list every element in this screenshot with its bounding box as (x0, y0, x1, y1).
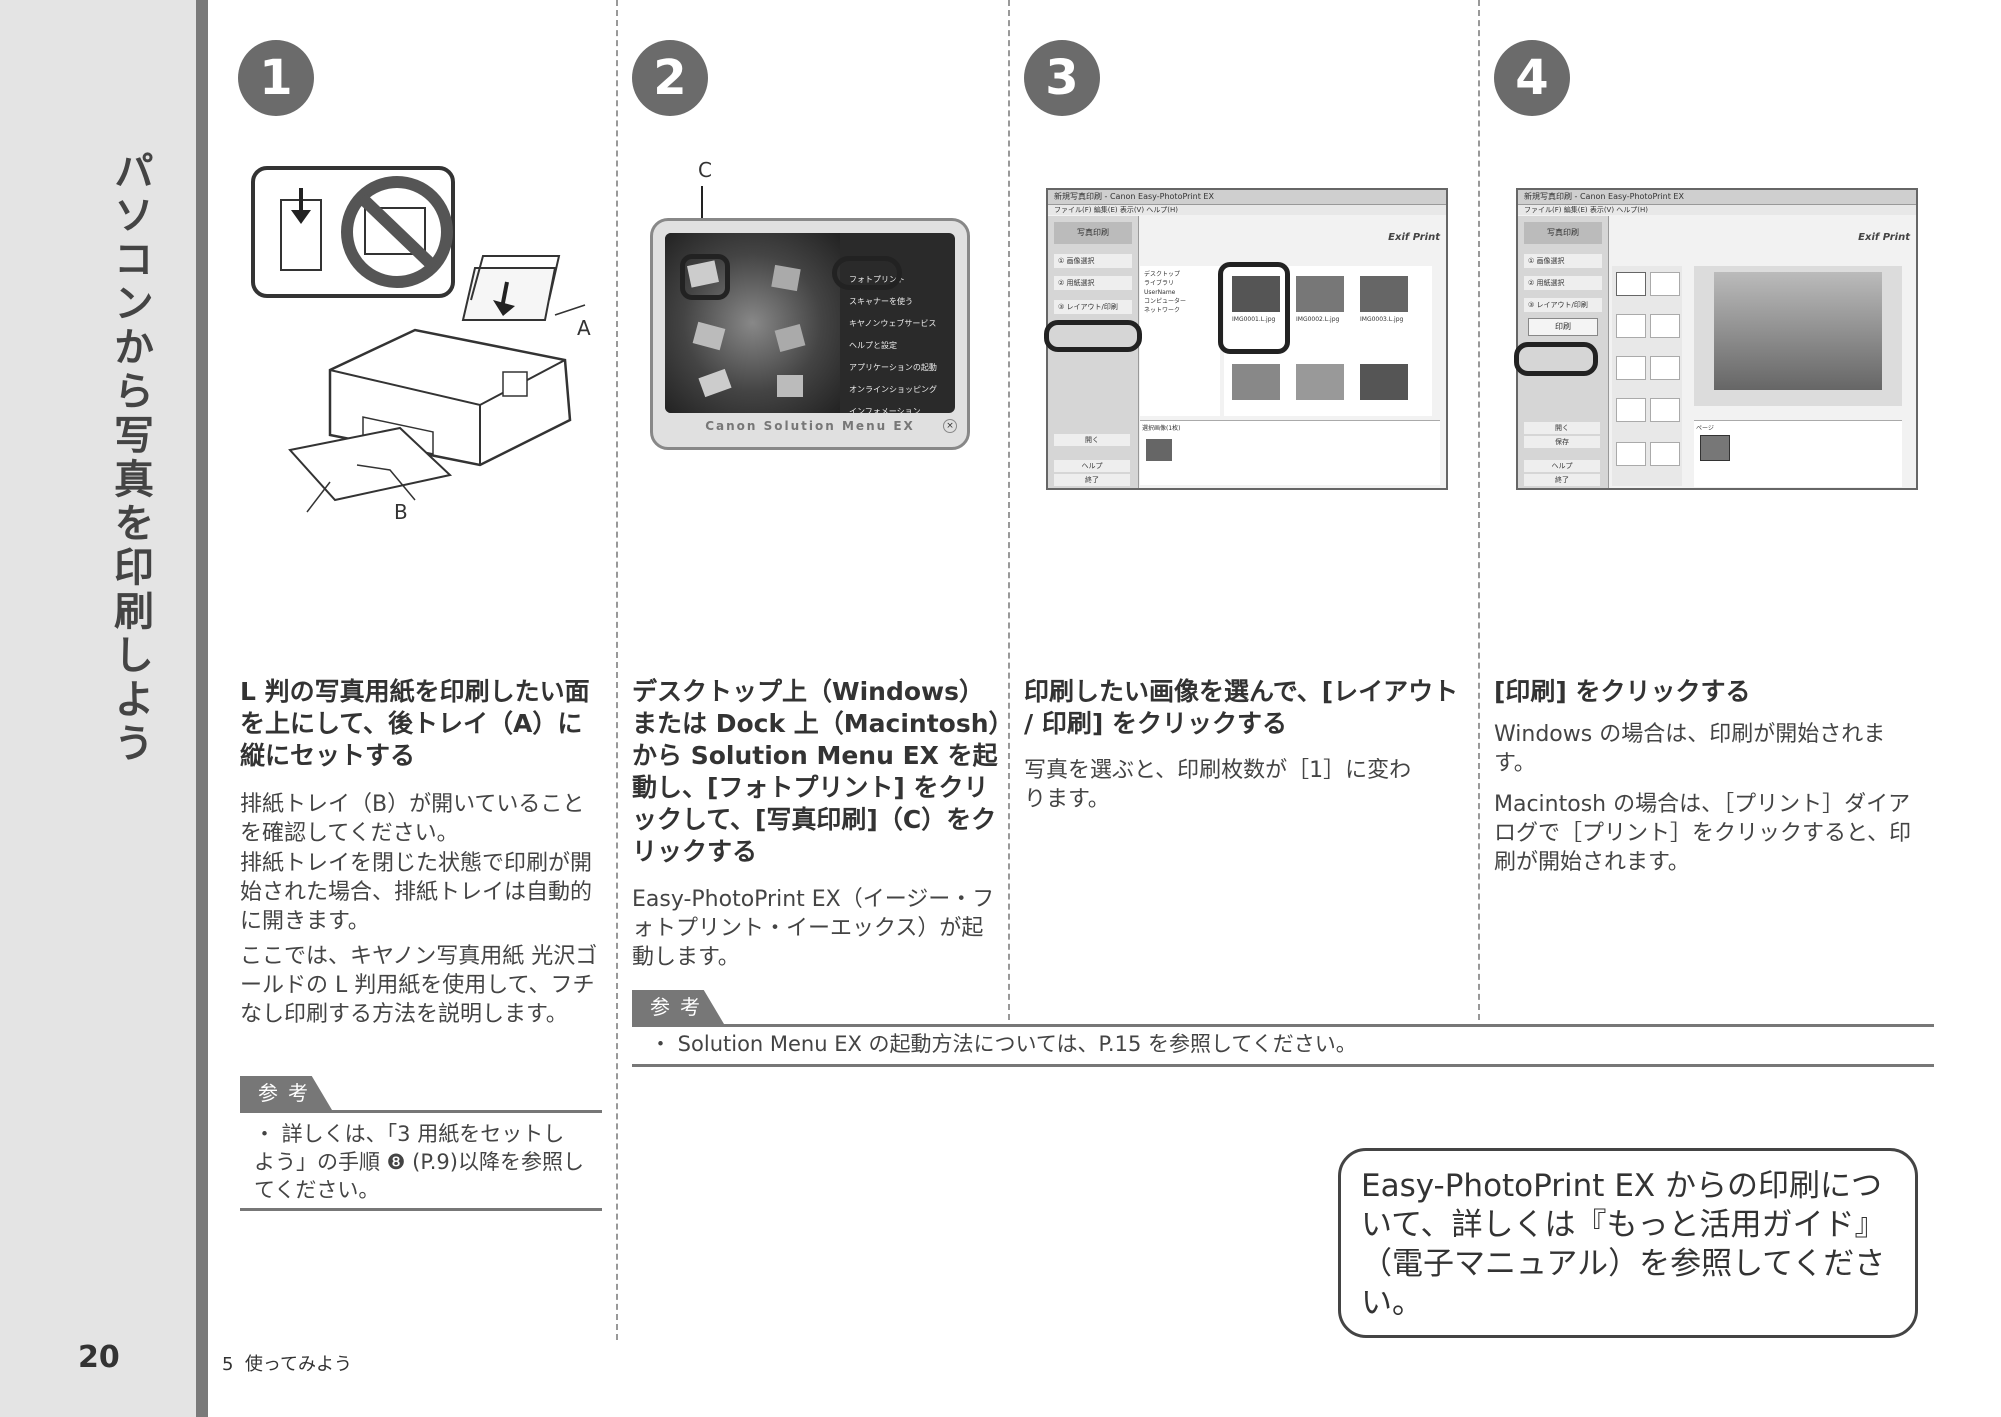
step-1-body-3: ここでは、キヤノン写真用紙 光沢ゴールドの L 判用紙を使用して、フチなし印刷す… (240, 944, 598, 1027)
highlight-print-button (1514, 342, 1598, 376)
column-divider (616, 0, 618, 1340)
step-number-2: 2 (632, 40, 708, 116)
layout-option[interactable] (1616, 398, 1646, 422)
side-title: 写真印刷 (1054, 222, 1132, 244)
side-step-paper[interactable]: ② 用紙選択 (1524, 276, 1602, 290)
highlight-selected-image (1218, 262, 1290, 354)
side-title: 写真印刷 (1524, 222, 1602, 244)
sidebar (0, 0, 196, 1417)
step-4-body-2: Macintosh の場合は、［プリント］ダイアログで［プリント］をクリックする… (1494, 792, 1912, 875)
open-button[interactable]: 開く (1524, 422, 1600, 434)
footer: 5 使ってみよう (222, 1354, 353, 1375)
selected-images-label: 選択画像(1枚) (1142, 425, 1181, 432)
reference-rule (632, 1064, 1934, 1067)
open-button[interactable]: 開く (1054, 434, 1130, 446)
layout-option[interactable] (1650, 398, 1680, 422)
reference-rule (240, 1208, 602, 1211)
step-2-body: Easy-PhotoPrint EX（イージー・フォトプリント・イーエックス）が… (632, 887, 995, 970)
layout-option[interactable] (1650, 442, 1680, 466)
thumbnail[interactable] (1232, 364, 1280, 400)
column-divider (1478, 0, 1480, 1020)
step-4-body-1: Windows の場合は、印刷が開始されます。 (1494, 722, 1886, 776)
page-number: 20 (78, 1340, 120, 1375)
chapter-title: パソコンから写真を印刷しよう (107, 150, 153, 766)
exif-print-logo: Exif Print (1858, 232, 1910, 243)
highlight-photo-print-icon (680, 254, 730, 300)
thumbnail[interactable] (1232, 276, 1280, 312)
solution-menu-window: フォトプリント スキャナーを使う キヤノンウェブサービス ヘルプと設定 アプリケ… (650, 218, 970, 450)
column-divider (1008, 0, 1010, 1020)
thumbnail[interactable] (1296, 276, 1344, 312)
side-step-layout[interactable]: ③ レイアウト/印刷 (1054, 300, 1132, 314)
reference-text: ・ 詳しくは、「3 用紙をセットしよう」の手順 ❽ (P.9)以降を参照してくだ… (254, 1122, 584, 1202)
close-icon[interactable]: × (943, 419, 957, 433)
step-3-heading: 印刷したい画像を選んで、[レイアウト / 印刷] をクリックする (1024, 677, 1459, 738)
menu-item-info[interactable]: インフォメーション (849, 407, 921, 413)
save-button[interactable]: 保存 (1524, 436, 1600, 448)
help-button[interactable]: ヘルプ (1524, 460, 1600, 472)
reference-rule (632, 1024, 1934, 1027)
side-step-layout[interactable]: ③ レイアウト/印刷 (1524, 298, 1602, 312)
step-number-1: 1 (238, 40, 314, 116)
menu-item-web-service[interactable]: キヤノンウェブサービス (849, 319, 937, 328)
step-1-body-2: 排紙トレイを閉じた状態で印刷が開始された場合、排紙トレイは自動的に開きます。 (240, 851, 593, 934)
highlight-photo-print-menu (832, 256, 902, 290)
label-c: C (698, 158, 712, 182)
manual-callout: Easy-PhotoPrint EX からの印刷について、詳しくは『もっと活用ガ… (1338, 1148, 1918, 1338)
thumbnail-grid: IMG0001.L.jpg IMG0002.L.jpg IMG0003.L.jp… (1224, 266, 1432, 416)
exif-print-logo: Exif Print (1388, 232, 1440, 243)
print-preview (1694, 266, 1902, 406)
step-number-4: 4 (1494, 40, 1570, 116)
easy-photoprint-window-layout: 新規写真印刷 - Canon Easy-PhotoPrint EX ファイル(F… (1516, 188, 1918, 490)
side-step-image[interactable]: ① 画像選択 (1524, 254, 1602, 268)
thumbnail[interactable] (1296, 364, 1344, 400)
step-1-body-1: 排紙トレイ（B）が開いていることを確認してください。 (240, 792, 585, 846)
highlight-layout-print (1044, 320, 1142, 352)
side-step-paper[interactable]: ② 用紙選択 (1054, 276, 1132, 290)
layout-option[interactable] (1650, 314, 1680, 338)
layout-option[interactable] (1650, 356, 1680, 380)
label-b: B (394, 500, 408, 524)
step-number-3: 3 (1024, 40, 1100, 116)
step-1-heading: L 判の写真用紙を印刷したい面を上にして、後トレイ（A）に縦にセットする (240, 677, 590, 770)
preview-photo (1714, 272, 1882, 390)
menu-item-scanner[interactable]: スキャナーを使う (849, 297, 913, 306)
reference-rule (240, 1110, 602, 1113)
layout-option[interactable] (1616, 314, 1646, 338)
thumbnail[interactable] (1360, 364, 1408, 400)
page-thumbnail[interactable] (1700, 435, 1730, 461)
label-a: A (577, 316, 591, 340)
reference-tab: 参考 (240, 1076, 332, 1110)
menu-item-shopping[interactable]: オンラインショッピング (849, 385, 937, 394)
layout-option[interactable] (1616, 442, 1646, 466)
brand-label: Canon Solution Menu EX (705, 419, 915, 433)
side-step-image[interactable]: ① 画像選択 (1054, 254, 1132, 268)
step-4-heading: [印刷] をクリックする (1494, 677, 1751, 706)
layout-option[interactable] (1616, 356, 1646, 380)
printer-illustration (251, 166, 586, 513)
thumbnail[interactable] (1360, 276, 1408, 312)
print-button[interactable]: 印刷 (1528, 318, 1598, 336)
selected-thumbnail[interactable] (1146, 439, 1172, 461)
reference-text: ・ Solution Menu EX の起動方法については、P.15 を参照して… (650, 1032, 1357, 1056)
menu-item-photo-print[interactable]: フォトプリント (849, 275, 905, 284)
sidebar-divider (196, 0, 208, 1417)
menu-item-apps[interactable]: アプリケーションの起動 (849, 363, 937, 372)
layout-options (1612, 266, 1682, 486)
page-label: ページ (1696, 425, 1714, 432)
help-button[interactable]: ヘルプ (1054, 460, 1130, 472)
reference-tab: 参考 (632, 990, 724, 1024)
layout-option[interactable] (1650, 272, 1680, 296)
menu-item-help[interactable]: ヘルプと設定 (849, 341, 897, 350)
exit-button[interactable]: 終了 (1054, 474, 1130, 486)
step-3-body: 写真を選ぶと、印刷枚数が［1］に変わります。 (1024, 758, 1412, 812)
exit-button[interactable]: 終了 (1524, 474, 1600, 486)
step-2-heading: デスクトップ上（Windows）または Dock 上（Macintosh）から … (632, 677, 1002, 866)
layout-option[interactable] (1616, 272, 1646, 296)
easy-photoprint-window-select: 新規写真印刷 - Canon Easy-PhotoPrint EX ファイル(F… (1046, 188, 1448, 490)
